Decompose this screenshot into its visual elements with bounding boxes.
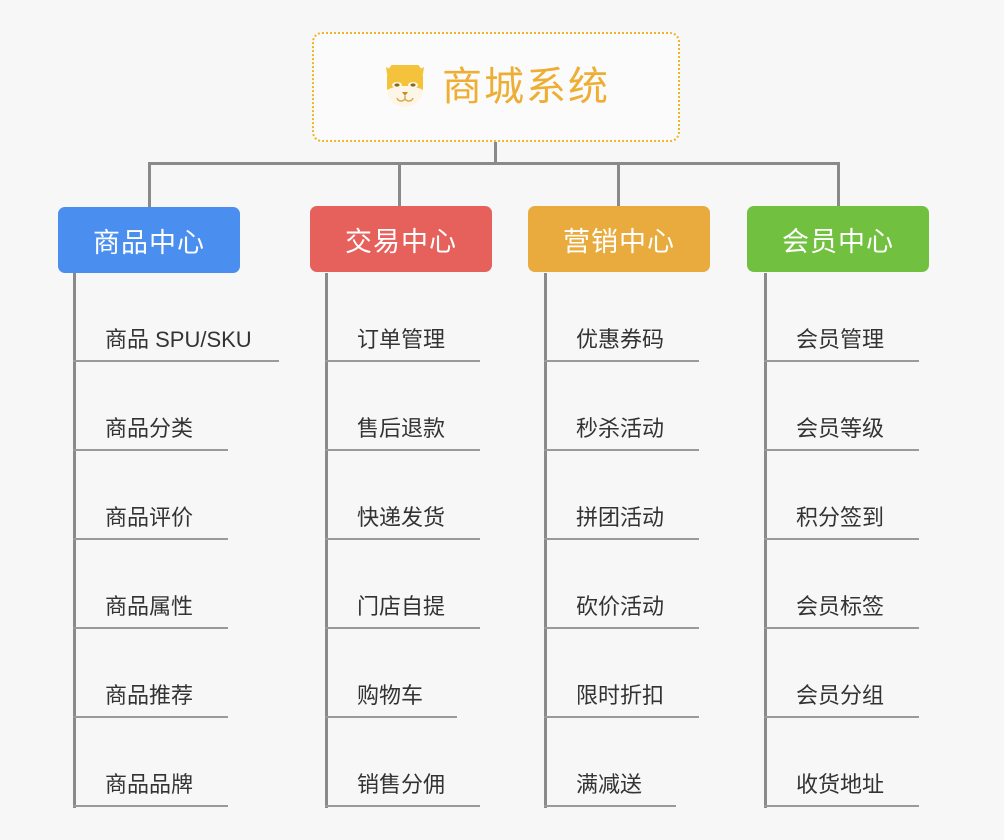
leaf-item-label: 商品分类 bbox=[105, 415, 194, 441]
leaf-item-label: 销售分佣 bbox=[357, 771, 446, 797]
leaf-column-2: 订单管理 售后退款 快递发货 门店自提 购物车 销售分佣 bbox=[325, 273, 535, 808]
leaf-item-label: 售后退款 bbox=[357, 415, 446, 441]
branch-node-3[interactable]: 营销中心 bbox=[528, 206, 710, 272]
leaf-item[interactable]: 限时折扣 bbox=[544, 629, 754, 718]
leaf-item[interactable]: 会员标签 bbox=[764, 540, 974, 629]
leaf-item-label: 会员分组 bbox=[796, 682, 885, 708]
leaf-item-label: 会员标签 bbox=[796, 593, 885, 619]
leaf-item[interactable]: 收货地址 bbox=[764, 718, 974, 807]
leaf-item[interactable]: 商品 SPU/SKU bbox=[73, 273, 283, 362]
leaf-underline bbox=[764, 538, 919, 540]
leaf-item[interactable]: 商品属性 bbox=[73, 540, 283, 629]
leaf-item-label: 限时折扣 bbox=[576, 682, 665, 708]
leaf-spine-2 bbox=[325, 273, 328, 808]
leaf-item[interactable]: 会员分组 bbox=[764, 629, 974, 718]
leaf-item[interactable]: 门店自提 bbox=[325, 540, 535, 629]
leaf-spine-3 bbox=[544, 273, 547, 808]
leaf-underline bbox=[325, 627, 480, 629]
leaf-underline bbox=[73, 716, 228, 718]
leaf-underline bbox=[325, 805, 480, 807]
leaf-item-label: 秒杀活动 bbox=[576, 415, 665, 441]
leaf-item[interactable]: 满减送 bbox=[544, 718, 754, 807]
branch-node-2[interactable]: 交易中心 bbox=[310, 206, 492, 272]
leaf-underline bbox=[73, 805, 228, 807]
branch-drop-connector-4 bbox=[837, 162, 840, 207]
leaf-item[interactable]: 商品推荐 bbox=[73, 629, 283, 718]
leaf-item[interactable]: 会员等级 bbox=[764, 362, 974, 451]
leaf-underline bbox=[544, 805, 676, 807]
root-title: 商城系统 bbox=[442, 65, 610, 109]
leaf-item-label: 商品推荐 bbox=[105, 682, 194, 708]
branch-node-label-1: 商品中心 bbox=[93, 227, 205, 258]
leaf-underline bbox=[764, 360, 919, 362]
leaf-item-label: 快递发货 bbox=[357, 504, 446, 530]
leaf-underline bbox=[544, 449, 699, 451]
leaf-item[interactable]: 购物车 bbox=[325, 629, 535, 718]
leaf-item-label: 砍价活动 bbox=[576, 593, 665, 619]
branch-drop-connector-1 bbox=[148, 162, 151, 207]
leaf-item[interactable]: 商品评价 bbox=[73, 451, 283, 540]
leaf-item[interactable]: 拼团活动 bbox=[544, 451, 754, 540]
leaf-underline bbox=[764, 627, 919, 629]
leaf-item[interactable]: 快递发货 bbox=[325, 451, 535, 540]
leaf-item-label: 购物车 bbox=[357, 682, 424, 708]
branch-node-label-2: 交易中心 bbox=[345, 226, 457, 257]
leaf-item-label: 订单管理 bbox=[357, 326, 446, 352]
leaf-item[interactable]: 订单管理 bbox=[325, 273, 535, 362]
leaf-item[interactable]: 售后退款 bbox=[325, 362, 535, 451]
leaf-underline bbox=[325, 360, 480, 362]
branch-node-4[interactable]: 会员中心 bbox=[747, 206, 929, 272]
leaf-item-label: 商品 SPU/SKU bbox=[105, 326, 252, 352]
leaf-item-label: 优惠券码 bbox=[576, 326, 665, 352]
leaf-item[interactable]: 销售分佣 bbox=[325, 718, 535, 807]
leaf-item[interactable]: 会员管理 bbox=[764, 273, 974, 362]
leaf-underline bbox=[325, 538, 480, 540]
trunk-bar-connector bbox=[148, 162, 840, 165]
leaf-underline bbox=[764, 805, 919, 807]
leaf-item-label: 会员等级 bbox=[796, 415, 885, 441]
leaf-underline bbox=[325, 716, 457, 718]
leaf-column-3: 优惠券码 秒杀活动 拼团活动 砍价活动 限时折扣 满减送 bbox=[544, 273, 754, 808]
root-node[interactable]: 商城系统 bbox=[312, 32, 680, 142]
leaf-item-label: 拼团活动 bbox=[576, 504, 665, 530]
branch-drop-connector-2 bbox=[398, 162, 401, 207]
leaf-underline bbox=[544, 627, 699, 629]
leaf-item-label: 收货地址 bbox=[796, 771, 885, 797]
branch-node-1[interactable]: 商品中心 bbox=[58, 207, 240, 273]
leaf-item[interactable]: 优惠券码 bbox=[544, 273, 754, 362]
leaf-item[interactable]: 商品分类 bbox=[73, 362, 283, 451]
branch-node-label-3: 营销中心 bbox=[563, 226, 675, 257]
root-stem-connector bbox=[494, 142, 497, 165]
leaf-column-1: 商品 SPU/SKU 商品分类 商品评价 商品属性 商品推荐 商品品牌 bbox=[73, 273, 283, 808]
leaf-underline bbox=[764, 449, 919, 451]
leaf-underline bbox=[73, 360, 279, 362]
leaf-item-label: 满减送 bbox=[576, 771, 643, 797]
branch-drop-connector-3 bbox=[617, 162, 620, 207]
leaf-spine-1 bbox=[73, 273, 76, 808]
shiba-dog-icon bbox=[386, 65, 424, 107]
leaf-underline bbox=[544, 360, 699, 362]
leaf-underline bbox=[325, 449, 480, 451]
leaf-underline bbox=[73, 449, 228, 451]
leaf-underline bbox=[544, 716, 699, 718]
branch-node-label-4: 会员中心 bbox=[782, 226, 894, 257]
leaf-item-label: 商品属性 bbox=[105, 593, 194, 619]
leaf-underline bbox=[73, 538, 228, 540]
leaf-item[interactable]: 砍价活动 bbox=[544, 540, 754, 629]
leaf-underline bbox=[73, 627, 228, 629]
leaf-underline bbox=[544, 538, 699, 540]
leaf-item-label: 积分签到 bbox=[796, 504, 885, 530]
leaf-spine-4 bbox=[764, 273, 767, 808]
leaf-underline bbox=[764, 716, 919, 718]
leaf-item-label: 会员管理 bbox=[796, 326, 885, 352]
leaf-item-label: 商品品牌 bbox=[105, 771, 194, 797]
leaf-item[interactable]: 商品品牌 bbox=[73, 718, 283, 807]
leaf-item-label: 商品评价 bbox=[105, 504, 194, 530]
leaf-item-label: 门店自提 bbox=[357, 593, 446, 619]
leaf-item[interactable]: 秒杀活动 bbox=[544, 362, 754, 451]
leaf-column-4: 会员管理 会员等级 积分签到 会员标签 会员分组 收货地址 bbox=[764, 273, 974, 808]
leaf-item[interactable]: 积分签到 bbox=[764, 451, 974, 540]
